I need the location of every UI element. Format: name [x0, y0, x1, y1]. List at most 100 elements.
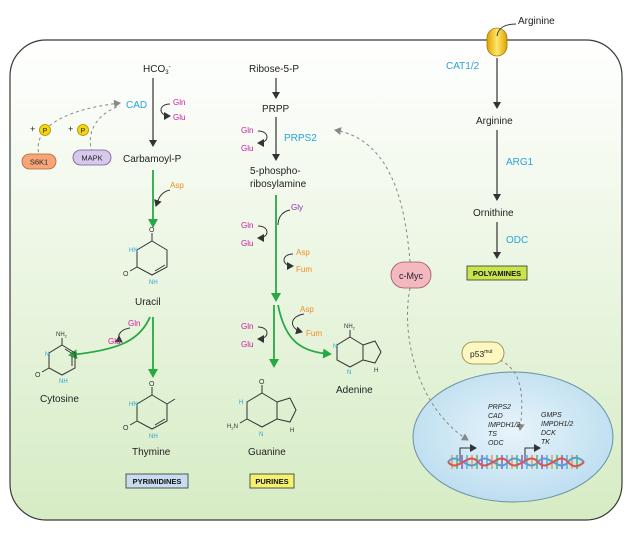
s6k1-node — [21, 153, 57, 170]
outer-arginine-label: Arginine — [518, 16, 555, 27]
prps-glu-label: Glu — [241, 144, 253, 153]
p53-node — [461, 341, 505, 365]
guanine-structure: O H2N H N H — [227, 379, 297, 438]
pyrimidine-pathway: HCO3- Gln Glu CAD Carbamoyl-P Asp O O HN… — [35, 64, 189, 489]
pur-gln2-label: Gln — [241, 221, 253, 230]
nucleus-genes: PRPS2 CAD IMPDH1/2 TS ODC GMPS IMPDH1/2 … — [488, 404, 573, 447]
nucleus — [412, 371, 614, 503]
ade-fum-label: Fum — [306, 329, 322, 338]
pyrimidines-label: PYRIMIDINES — [133, 477, 182, 486]
pur-gly-label: Gly — [291, 203, 303, 212]
ribose-label: Ribose-5-P — [249, 64, 299, 75]
inner-arginine-label: Arginine — [476, 116, 513, 127]
myc-gene-1: PRPS2 — [488, 404, 511, 411]
svg-text:H2N: H2N — [227, 424, 238, 431]
hco3-label: HCO3- — [143, 64, 171, 76]
p53-gene-4: TK — [541, 439, 550, 446]
myc-gene-5: ODC — [488, 440, 505, 447]
gua-gln-label: Gln — [241, 322, 253, 331]
cyt-glu-label: Glu — [108, 337, 120, 346]
svg-text:N: N — [45, 352, 49, 358]
cad-glu-label: Glu — [173, 113, 185, 122]
psra-label-2: ribosylamine — [250, 179, 307, 190]
carbamoyl-p-label: Carbamoyl-P — [123, 154, 182, 165]
cmyc-label: c-Myc — [399, 271, 423, 281]
plus-sign-2: + — [68, 124, 73, 134]
svg-text:O: O — [35, 372, 41, 379]
cytosine-structure: NH2 O N NH — [35, 332, 76, 385]
cad-enzyme: CAD — [126, 100, 147, 111]
myc-gene-2: CAD — [488, 413, 503, 420]
cad-gln-label: Gln — [173, 98, 185, 107]
ade-asp-label: Asp — [300, 305, 314, 314]
guanine-label: Guanine — [248, 447, 286, 458]
prps2-enzyme: PRPS2 — [284, 133, 317, 144]
mapk-label: MAPK — [81, 154, 102, 163]
purine-pathway: Ribose-5-P PRPP Gln Glu PRPS2 5-phospho-… — [227, 64, 382, 489]
ornithine-label: Ornithine — [473, 208, 514, 219]
cmyc-node — [390, 261, 432, 289]
polyamines-label: POLYAMINES — [473, 269, 521, 278]
myc-gene-3: IMPDH1/2 — [488, 422, 520, 429]
purines-label: PURINES — [255, 477, 288, 486]
prps-gln-label: Gln — [241, 126, 253, 135]
gua-glu-label: Glu — [241, 340, 253, 349]
svg-text:O: O — [123, 425, 129, 432]
svg-text:O: O — [259, 379, 265, 386]
dna-strand-2 — [447, 457, 585, 468]
svg-text:NH2: NH2 — [56, 332, 68, 339]
svg-text:NH2: NH2 — [344, 324, 356, 331]
adenine-label: Adenine — [336, 385, 373, 396]
svg-text:NH: NH — [59, 379, 68, 385]
mapk-node — [72, 149, 112, 166]
svg-text:O: O — [123, 271, 129, 278]
svg-text:H: H — [239, 400, 243, 406]
s6k1-label: S6K1 — [30, 158, 48, 167]
odc-enzyme: ODC — [506, 235, 528, 246]
pur-asp-label: Asp — [296, 248, 310, 257]
p53-label: p53mut — [470, 349, 493, 359]
myc-gene-4: TS — [488, 431, 497, 438]
thymine-label: Thymine — [132, 447, 171, 458]
cat12-enzyme: CAT1/2 — [446, 61, 480, 72]
thymine-structure: O O HN NH — [123, 381, 176, 440]
pur-glu2-label: Glu — [241, 239, 253, 248]
pur-fum-label: Fum — [296, 265, 312, 274]
p53-gene-2: IMPDH1/2 — [541, 421, 573, 428]
svg-text:N: N — [333, 344, 337, 350]
prpp-label: PRPP — [262, 104, 290, 115]
svg-text:O: O — [149, 381, 155, 388]
signaling: + P + P S6K1 MAPK c-Myc p53mut — [21, 99, 525, 441]
uracil-structure: O O HN NH — [123, 227, 168, 286]
svg-text:NH: NH — [149, 280, 158, 286]
svg-text:N: N — [347, 370, 351, 376]
phosphate-icon — [77, 124, 89, 136]
plus-sign-1: + — [30, 124, 35, 134]
psra-label-1: 5-phospho- — [250, 166, 301, 177]
polyamines-label-box — [466, 265, 528, 281]
pyr-asp-label: Asp — [170, 181, 184, 190]
cyt-gln-label: Gln — [128, 319, 140, 328]
p53-gene-1: GMPS — [541, 412, 562, 419]
p53-gene-3: DCK — [541, 430, 556, 437]
svg-text:O: O — [149, 227, 155, 234]
svg-text:N: N — [259, 432, 263, 438]
cat-transporter-channel — [486, 27, 508, 57]
svg-text:H: H — [374, 368, 378, 374]
svg-text:H: H — [290, 428, 294, 434]
svg-text:HN: HN — [129, 402, 138, 408]
phosphate-label-1: P — [43, 128, 48, 135]
adenine-structure: NH2 N N H — [333, 324, 382, 376]
pyrimidines-label-box — [125, 473, 189, 489]
uracil-label: Uracil — [135, 297, 161, 308]
dna-helix — [447, 455, 585, 469]
phosphate-icon — [39, 124, 51, 136]
phosphate-label-2: P — [81, 128, 86, 135]
arginine-pathway: Arginine CAT1/2 Arginine ARG1 Ornithine … — [446, 16, 555, 281]
svg-text:NH: NH — [149, 434, 158, 440]
purines-label-box — [249, 473, 295, 489]
cytosine-label: Cytosine — [40, 394, 79, 405]
svg-text:HN: HN — [129, 248, 138, 254]
